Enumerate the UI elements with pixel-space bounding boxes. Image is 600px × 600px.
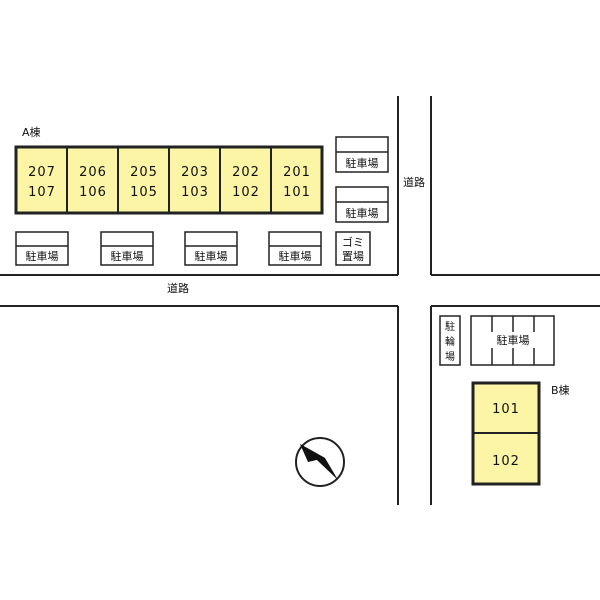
parking-lot-b: 駐車場 [470, 315, 555, 366]
unit-101: 101 [283, 185, 311, 200]
unit-107: 107 [28, 185, 56, 200]
building-b-label: B棟 [551, 383, 570, 397]
road-label-horizontal: 道路 [167, 281, 189, 295]
road-label-vertical: 道路 [403, 175, 425, 189]
svg-text:駐車場: 駐車場 [346, 156, 379, 170]
north-arrow-icon [295, 437, 345, 487]
building-a: 207 107 206 106 205 105 203 103 202 102 … [14, 145, 324, 215]
unit-106: 106 [79, 185, 107, 200]
parking-spot-right-top: 駐車場 [335, 136, 389, 173]
svg-text:輪: 輪 [445, 335, 455, 348]
unit-207: 207 [28, 165, 56, 180]
svg-text:駐車場: 駐車場 [279, 249, 312, 263]
svg-text:置場: 置場 [342, 250, 364, 263]
parking-spot-bottom-4: 駐車場 [268, 231, 322, 266]
bicycle-parking: 駐 輪 場 [439, 315, 461, 366]
svg-text:駐車場: 駐車場 [346, 206, 379, 220]
unit-206: 206 [79, 165, 107, 180]
unit-b-101: 101 [492, 402, 520, 417]
unit-202: 202 [232, 165, 260, 180]
building-a-label: A棟 [22, 125, 41, 139]
svg-text:駐: 駐 [445, 320, 455, 333]
svg-text:駐車場: 駐車場 [195, 249, 228, 263]
unit-103: 103 [181, 185, 209, 200]
road-lines [0, 96, 600, 505]
parking-spot-bottom-3: 駐車場 [184, 231, 238, 266]
unit-203: 203 [181, 165, 209, 180]
parking-spot-right-bottom: 駐車場 [335, 186, 389, 223]
svg-text:駐車場: 駐車場 [26, 249, 59, 263]
building-a-dividers [66, 147, 272, 213]
parking-spot-bottom-2: 駐車場 [100, 231, 154, 266]
building-b: 101 102 [471, 381, 541, 486]
svg-text:駐車場: 駐車場 [497, 333, 530, 347]
svg-text:ゴミ: ゴミ [342, 235, 364, 249]
unit-105: 105 [130, 185, 158, 200]
garbage-area: ゴミ 置場 [335, 231, 371, 266]
unit-205: 205 [130, 165, 158, 180]
parking-spot-bottom-1: 駐車場 [15, 231, 69, 266]
unit-102: 102 [232, 185, 260, 200]
svg-text:場: 場 [445, 350, 455, 363]
unit-201: 201 [283, 165, 311, 180]
svg-text:駐車場: 駐車場 [111, 249, 144, 263]
unit-b-102: 102 [492, 454, 520, 469]
